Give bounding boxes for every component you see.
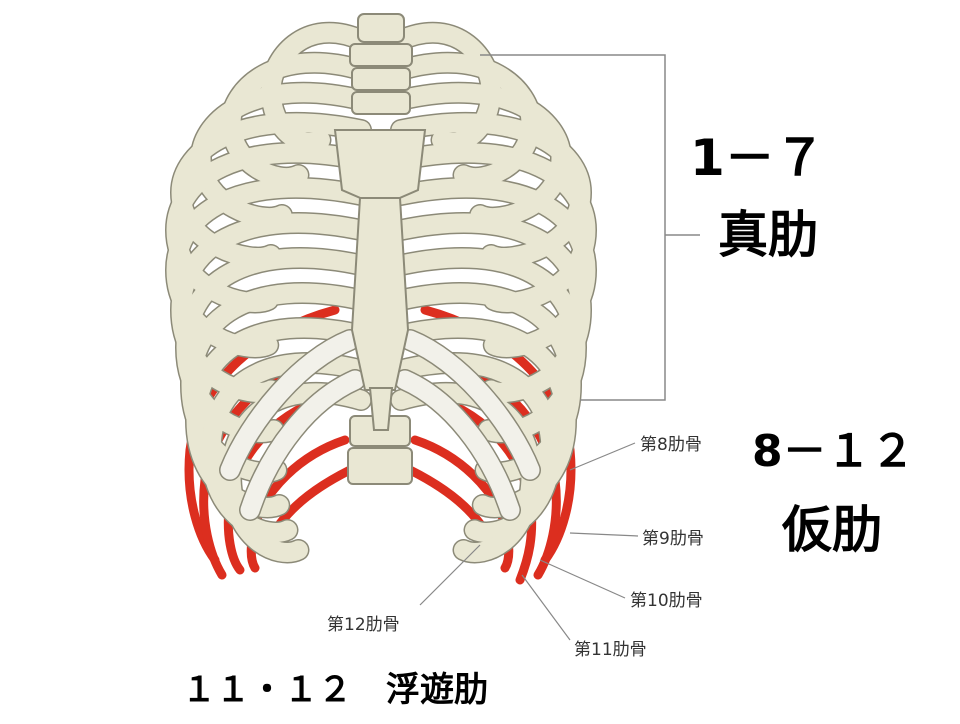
false-ribs-range: 8－１２ (752, 426, 915, 477)
bony-ribs-fill (166, 23, 596, 562)
false-ribs-name: 仮肋 (782, 501, 882, 559)
rib8-label: 第8肋骨 (640, 435, 702, 455)
rib9-label: 第9肋骨 (642, 529, 704, 549)
vertebrae (347, 13, 413, 485)
leader-lines (419, 442, 639, 641)
true-ribs-name: 真肋 (718, 206, 818, 264)
rib10-label: 第10肋骨 (630, 591, 703, 611)
sternum (333, 129, 427, 431)
floating-ribs-label: １１・１２ 浮遊肋 (182, 670, 488, 710)
true-ribs-range: 1－７ (690, 129, 825, 187)
rib-9-left (181, 283, 371, 482)
rib12-label: 第12肋骨 (327, 615, 400, 635)
rib11-label: 第11肋骨 (574, 640, 647, 660)
costal-cartilage (219, 329, 541, 521)
